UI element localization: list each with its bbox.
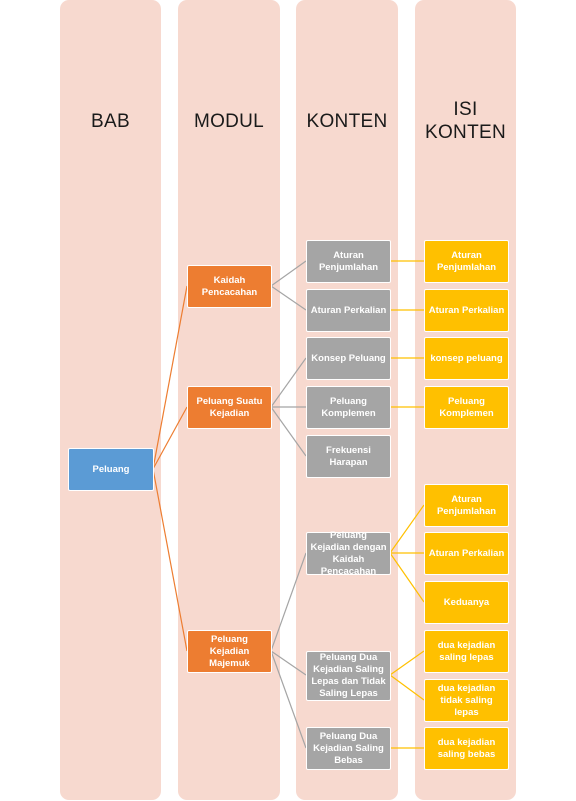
column-bab: BAB bbox=[60, 0, 161, 800]
link-kaidah-perkalian bbox=[270, 285, 307, 311]
node-isi-saling-bebas: dua kejadian saling bebas bbox=[424, 727, 509, 770]
node-isi-konsep-peluang: konsep peluang bbox=[424, 337, 509, 380]
node-peluang-kejadian-majemuk: Peluang Kejadian Majemuk bbox=[187, 630, 272, 673]
node-isi-aturan-perkalian-2: Aturan Perkalian bbox=[424, 532, 509, 575]
node-isi-tidak-saling-lepas: dua kejadian tidak saling lepas bbox=[424, 679, 509, 722]
node-konten-aturan-perkalian: Aturan Perkalian bbox=[306, 289, 391, 332]
node-konten-kejadian-kaidah: Peluang Kejadian dengan Kaidah Pencacaha… bbox=[306, 530, 391, 577]
header-modul: MODUL bbox=[193, 111, 265, 132]
node-konten-peluang-komplemen: Peluang Komplemen bbox=[306, 386, 391, 429]
link-kaidah-penjumlahan bbox=[270, 260, 307, 287]
link-peluang-kaidah bbox=[152, 285, 188, 470]
node-konten-konsep-peluang: Konsep Peluang bbox=[306, 337, 391, 380]
node-konten-frekuensi-harapan: Frekuensi Harapan bbox=[306, 435, 391, 478]
header-isi-konten: ISI KONTEN bbox=[425, 99, 506, 143]
link-kaidah-keduanya-isi bbox=[389, 552, 425, 603]
link-peluang-majemuk bbox=[152, 468, 188, 652]
node-isi-peluang-komplemen: Peluang Komplemen bbox=[424, 386, 509, 429]
node-isi-saling-lepas: dua kejadian saling lepas bbox=[424, 630, 509, 673]
link-majemuk-bebas bbox=[270, 650, 307, 749]
link-lepas-tidak-saling-lepas bbox=[389, 674, 425, 701]
link-majemuk-kaidah bbox=[270, 552, 307, 652]
link-suatu-frekuensi bbox=[270, 406, 307, 457]
link-lepas-saling-lepas bbox=[389, 650, 425, 676]
node-isi-keduanya: Keduanya bbox=[424, 581, 509, 624]
header-konten: KONTEN bbox=[306, 111, 388, 132]
node-isi-aturan-penjumlahan-2: Aturan Penjumlahan bbox=[424, 484, 509, 527]
node-isi-aturan-penjumlahan: Aturan Penjumlahan bbox=[424, 240, 509, 283]
header-bab: BAB bbox=[91, 111, 130, 132]
link-kaidah-penjumlahan-isi bbox=[389, 504, 425, 554]
node-konten-dua-kejadian-saling-lepas: Peluang Dua Kejadian Saling Lepas dan Ti… bbox=[306, 651, 391, 701]
link-peluang-suatu bbox=[152, 406, 188, 470]
node-kaidah-pencacahan: Kaidah Pencacahan bbox=[187, 265, 272, 308]
node-konten-aturan-penjumlahan: Aturan Penjumlahan bbox=[306, 240, 391, 283]
node-peluang: Peluang bbox=[68, 448, 154, 491]
link-suatu-konsep bbox=[270, 357, 307, 408]
node-peluang-suatu-kejadian: Peluang Suatu Kejadian bbox=[187, 386, 272, 429]
node-konten-dua-kejadian-saling-bebas: Peluang Dua Kejadian Saling Bebas bbox=[306, 727, 391, 770]
link-majemuk-lepas bbox=[270, 650, 307, 676]
node-isi-aturan-perkalian: Aturan Perkalian bbox=[424, 289, 509, 332]
